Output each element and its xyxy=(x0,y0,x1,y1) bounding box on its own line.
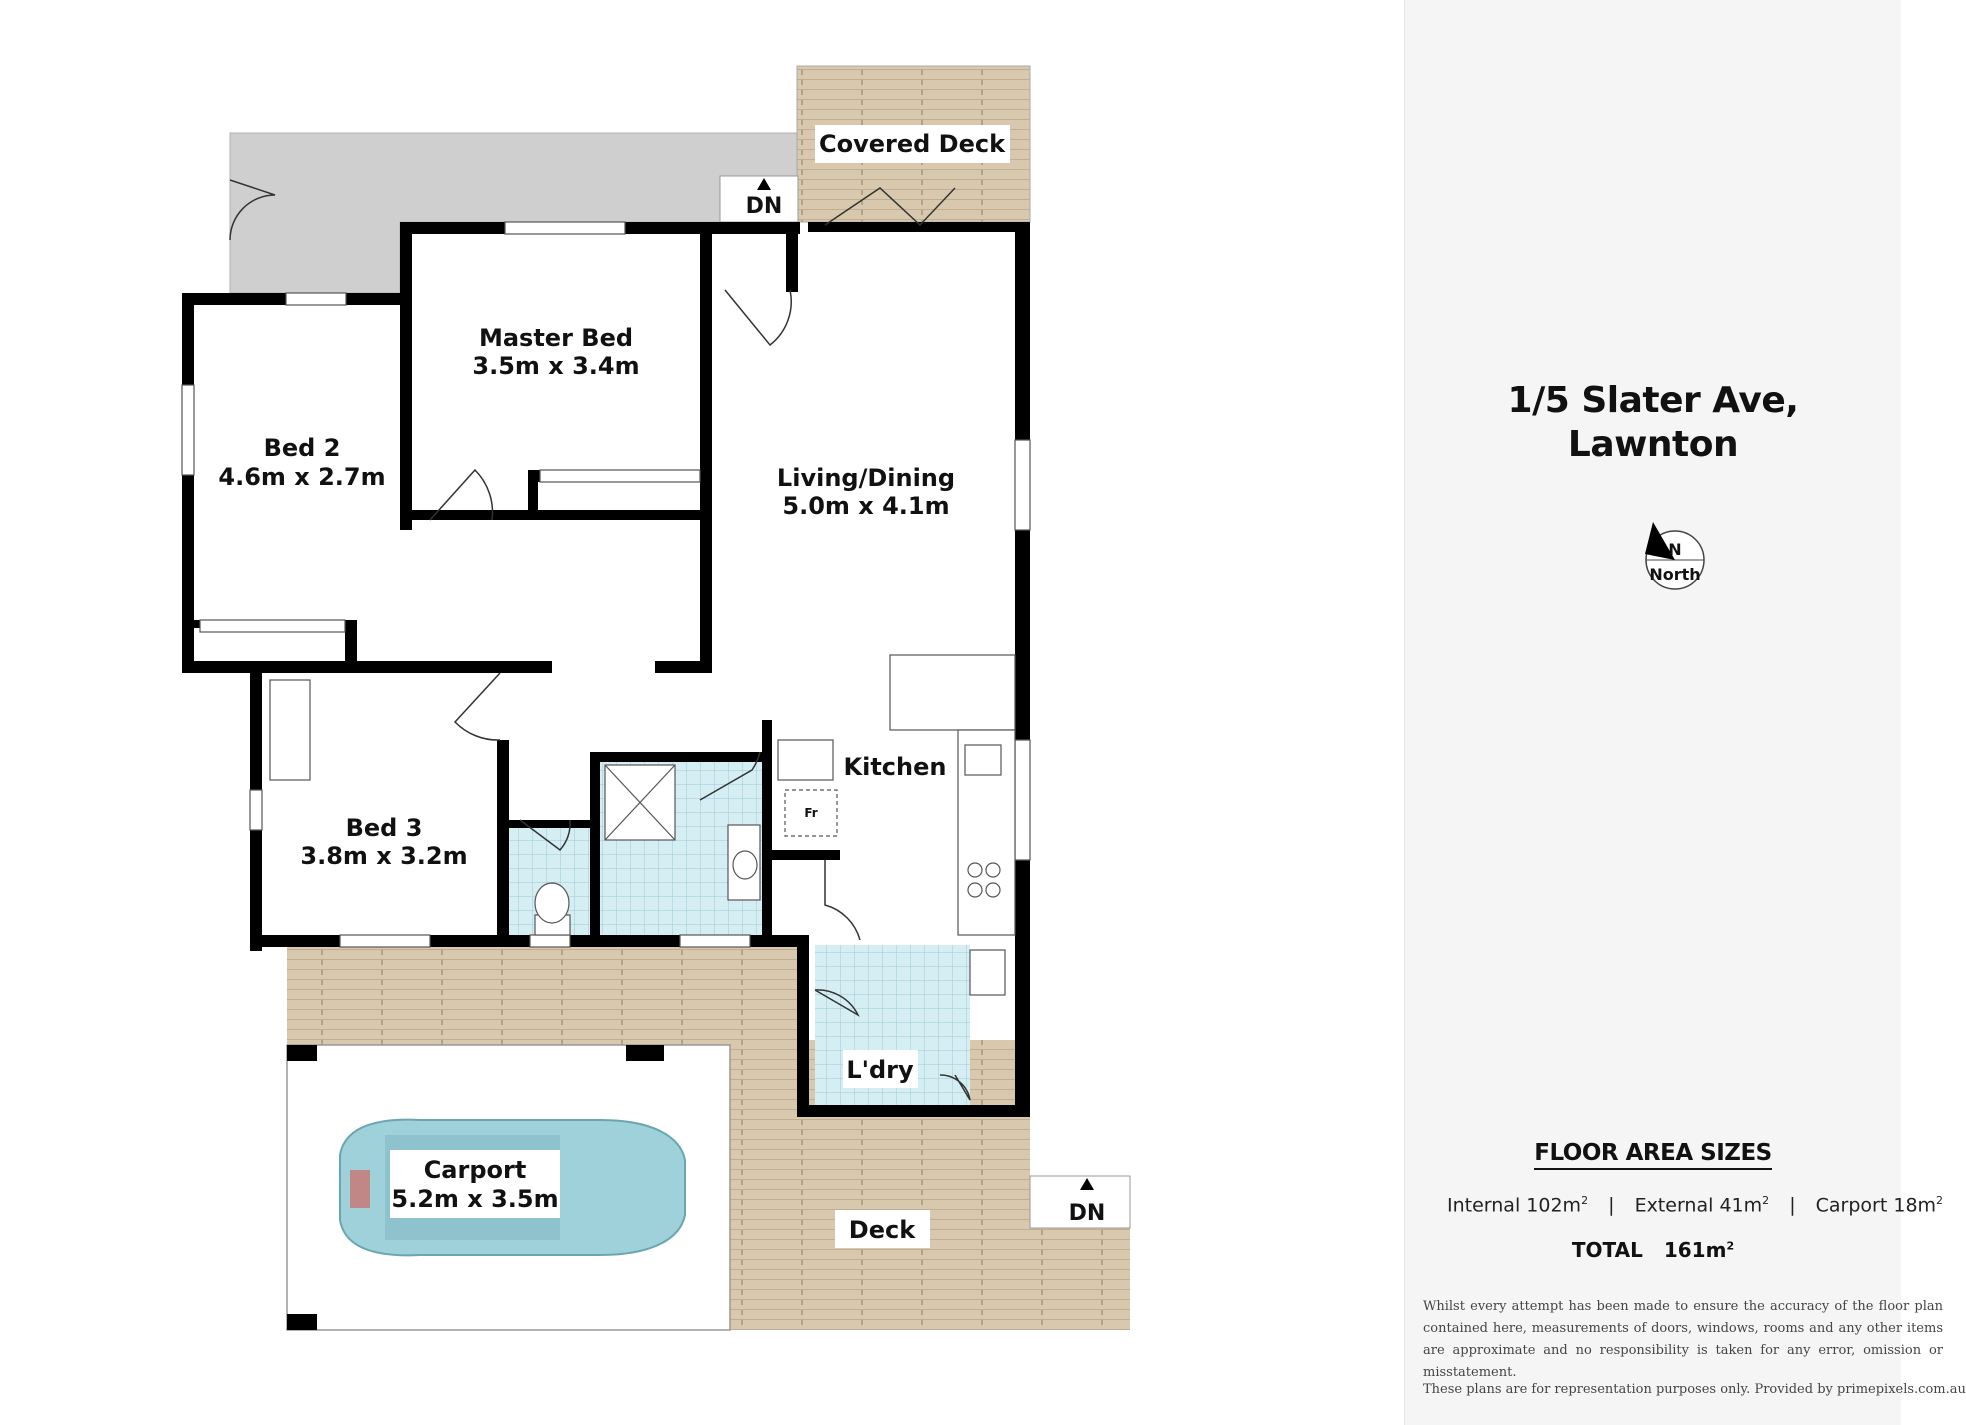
total-area-label: TOTAL xyxy=(1571,1238,1643,1262)
stairs-arrow-icon xyxy=(757,178,771,190)
carport-label: Carport xyxy=(424,1156,527,1184)
carport-label-bg xyxy=(390,1150,560,1218)
master-bed-size: 3.5m x 3.4m xyxy=(472,352,639,380)
living-dining-size: 5.0m x 4.1m xyxy=(782,492,949,520)
bed3-label: Bed 3 xyxy=(346,814,423,842)
covered-deck-label-bg xyxy=(815,125,1010,163)
total-area: TOTAL 161m2 xyxy=(1571,1238,1735,1262)
kitchen-fixtures xyxy=(727,654,1016,996)
total-area-value: 161m xyxy=(1663,1238,1727,1262)
external-area-value: 41m xyxy=(1719,1194,1763,1217)
external-area-label: External xyxy=(1634,1194,1714,1217)
info-panel: 1/5 Slater Ave, Lawnton N North FLOOR AR… xyxy=(1404,0,1966,1425)
stairs-box-2 xyxy=(1029,1175,1131,1229)
stairs-down-label-1: DN xyxy=(746,194,783,219)
deck-label-bg xyxy=(835,1210,930,1248)
laundry-label-bg xyxy=(843,1050,918,1088)
compass-label: North xyxy=(1649,565,1700,584)
front-deck-area xyxy=(287,945,797,1045)
internal-area-value: 102m xyxy=(1526,1194,1582,1217)
carport-size: 5.2m x 3.5m xyxy=(391,1185,558,1213)
floor-area-title: FLOOR AREA SIZES xyxy=(1405,1140,1901,1170)
carport-area-value: 18m xyxy=(1893,1194,1937,1217)
fridge-label: Fr xyxy=(804,806,817,820)
disclaimer-text: Whilst every attempt has been made to en… xyxy=(1423,1299,1943,1380)
wardrobes xyxy=(199,469,701,781)
internal-area-label: Internal xyxy=(1447,1194,1521,1217)
bed2-size: 4.6m x 2.7m xyxy=(218,463,385,491)
carport-post xyxy=(626,1045,664,1061)
living-dining-label: Living/Dining xyxy=(777,464,955,492)
doors xyxy=(229,179,971,1101)
deck-label: Deck xyxy=(849,1216,916,1244)
kitchen-label: Kitchen xyxy=(844,753,947,781)
bath-fixtures xyxy=(534,764,676,936)
stairs-down-label-2: DN xyxy=(1069,1201,1106,1226)
compass-letter: N xyxy=(1668,540,1681,559)
bed3-size: 3.8m x 3.2m xyxy=(300,842,467,870)
address-line-2: Lawnton xyxy=(1567,424,1739,465)
footer-note: These plans are for representation purpo… xyxy=(1423,1382,1966,1397)
bed2-label: Bed 2 xyxy=(264,434,341,462)
address-line-1: 1/5 Slater Ave, xyxy=(1507,380,1799,421)
stairs-box-1 xyxy=(719,175,799,223)
floor-plan-area: Covered Deck DN Master Bed 3.5m x 3.4m B… xyxy=(181,65,1131,1331)
covered-deck-label: Covered Deck xyxy=(819,130,1006,158)
laundry-label: L'dry xyxy=(846,1056,914,1084)
deck-extension xyxy=(1030,1228,1130,1330)
carport-post xyxy=(287,1045,317,1061)
floor-plan-drawing: Covered Deck DN Master Bed 3.5m x 3.4m B… xyxy=(181,65,1131,1331)
carport-post xyxy=(287,1314,317,1330)
carport-area-label: Carport xyxy=(1815,1194,1888,1217)
windows xyxy=(181,221,1031,948)
floor-area-breakdown: Internal 102m2 | External 41m2 | Carport… xyxy=(1447,1194,1944,1217)
stairs-arrow-icon xyxy=(1080,1178,1094,1190)
north-compass-icon: N North xyxy=(1645,522,1705,590)
master-bed-label: Master Bed xyxy=(479,324,633,352)
